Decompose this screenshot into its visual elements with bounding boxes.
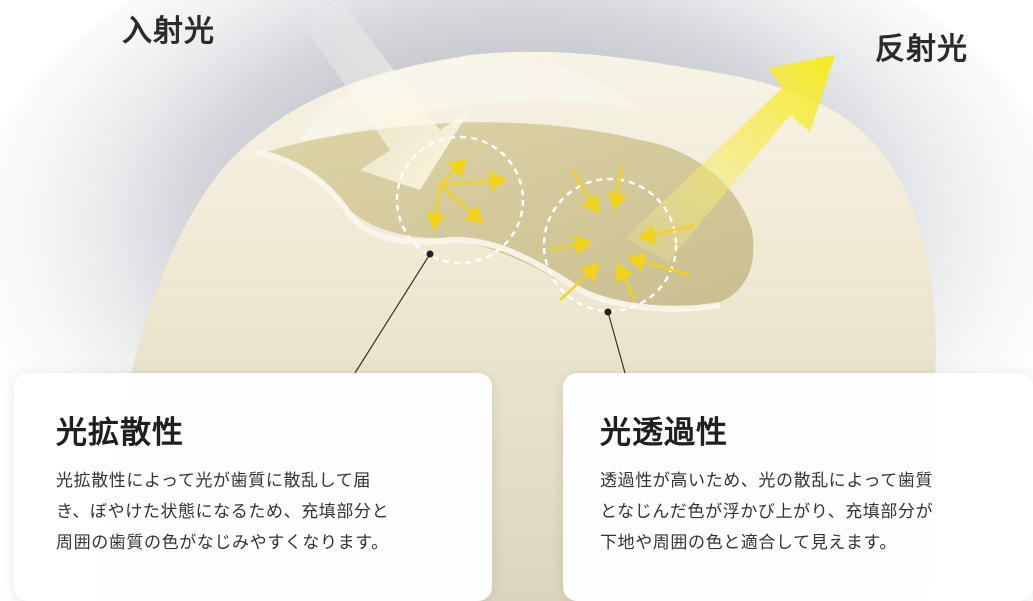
diffusion-leader xyxy=(354,253,431,374)
transmission-leader xyxy=(607,311,626,374)
transmission-leader-dot xyxy=(604,308,612,316)
diffusion-arrows xyxy=(426,158,508,231)
reflected-light-beam xyxy=(625,55,835,262)
transmission-card-title: 光透過性 xyxy=(600,415,728,451)
diffusion-card: 光拡散性 光拡散性によって光が歯質に散乱して届 き、ぼやけた状態になるため、充填… xyxy=(14,373,492,601)
transmission-arrow xyxy=(549,235,593,255)
cavity-rim xyxy=(254,149,721,312)
diffusion-arrow xyxy=(439,158,467,186)
incident-light-beam xyxy=(300,0,470,190)
leader-lines xyxy=(354,250,626,374)
transmission-arrows xyxy=(549,164,696,301)
transmission-text-line: となじんだ色が浮かび上がり、充填部分が xyxy=(600,502,934,522)
diffusion-leader-dot xyxy=(426,250,434,258)
diffusion-text-line: 光拡散性によって光が歯質に散乱して届 xyxy=(56,471,371,491)
diffusion-card-title: 光拡散性 xyxy=(56,415,184,451)
diffusion-text-line: 周囲の歯質の色がなじみやすくなります。 xyxy=(56,533,389,553)
reflected-light-label: 反射光 xyxy=(875,32,968,67)
diffusion-arrow xyxy=(439,171,508,192)
transmission-arrow xyxy=(637,223,696,245)
diffusion-text-line: き、ぼやけた状態になるため、充填部分と xyxy=(56,502,390,522)
transmission-arrow xyxy=(559,263,600,301)
transmission-arrow xyxy=(607,164,628,211)
transmission-arrow xyxy=(570,169,600,215)
incident-light-label: 入射光 xyxy=(122,14,215,49)
transmission-arrow xyxy=(615,262,637,301)
diffusion-circle xyxy=(395,135,525,265)
transmission-card-text: 透過性が高いため、光の散乱によって歯質 となじんだ色が浮かび上がり、充填部分が … xyxy=(600,466,1003,559)
transmission-arrow xyxy=(627,252,691,277)
transmission-text-line: 下地や周囲の色と適合して見えます。 xyxy=(600,533,897,553)
transmission-card: 光透過性 透過性が高いため、光の散乱によって歯質 となじんだ色が浮かび上がり、充… xyxy=(563,373,1033,601)
diffusion-arrow xyxy=(426,184,446,231)
diffusion-card-text: 光拡散性によって光が歯質に散乱して届 き、ぼやけた状態になるため、充填部分と 周… xyxy=(56,466,456,559)
transmission-text-line: 透過性が高いため、光の散乱によって歯質 xyxy=(600,471,934,491)
diffusion-arrow xyxy=(439,184,484,224)
